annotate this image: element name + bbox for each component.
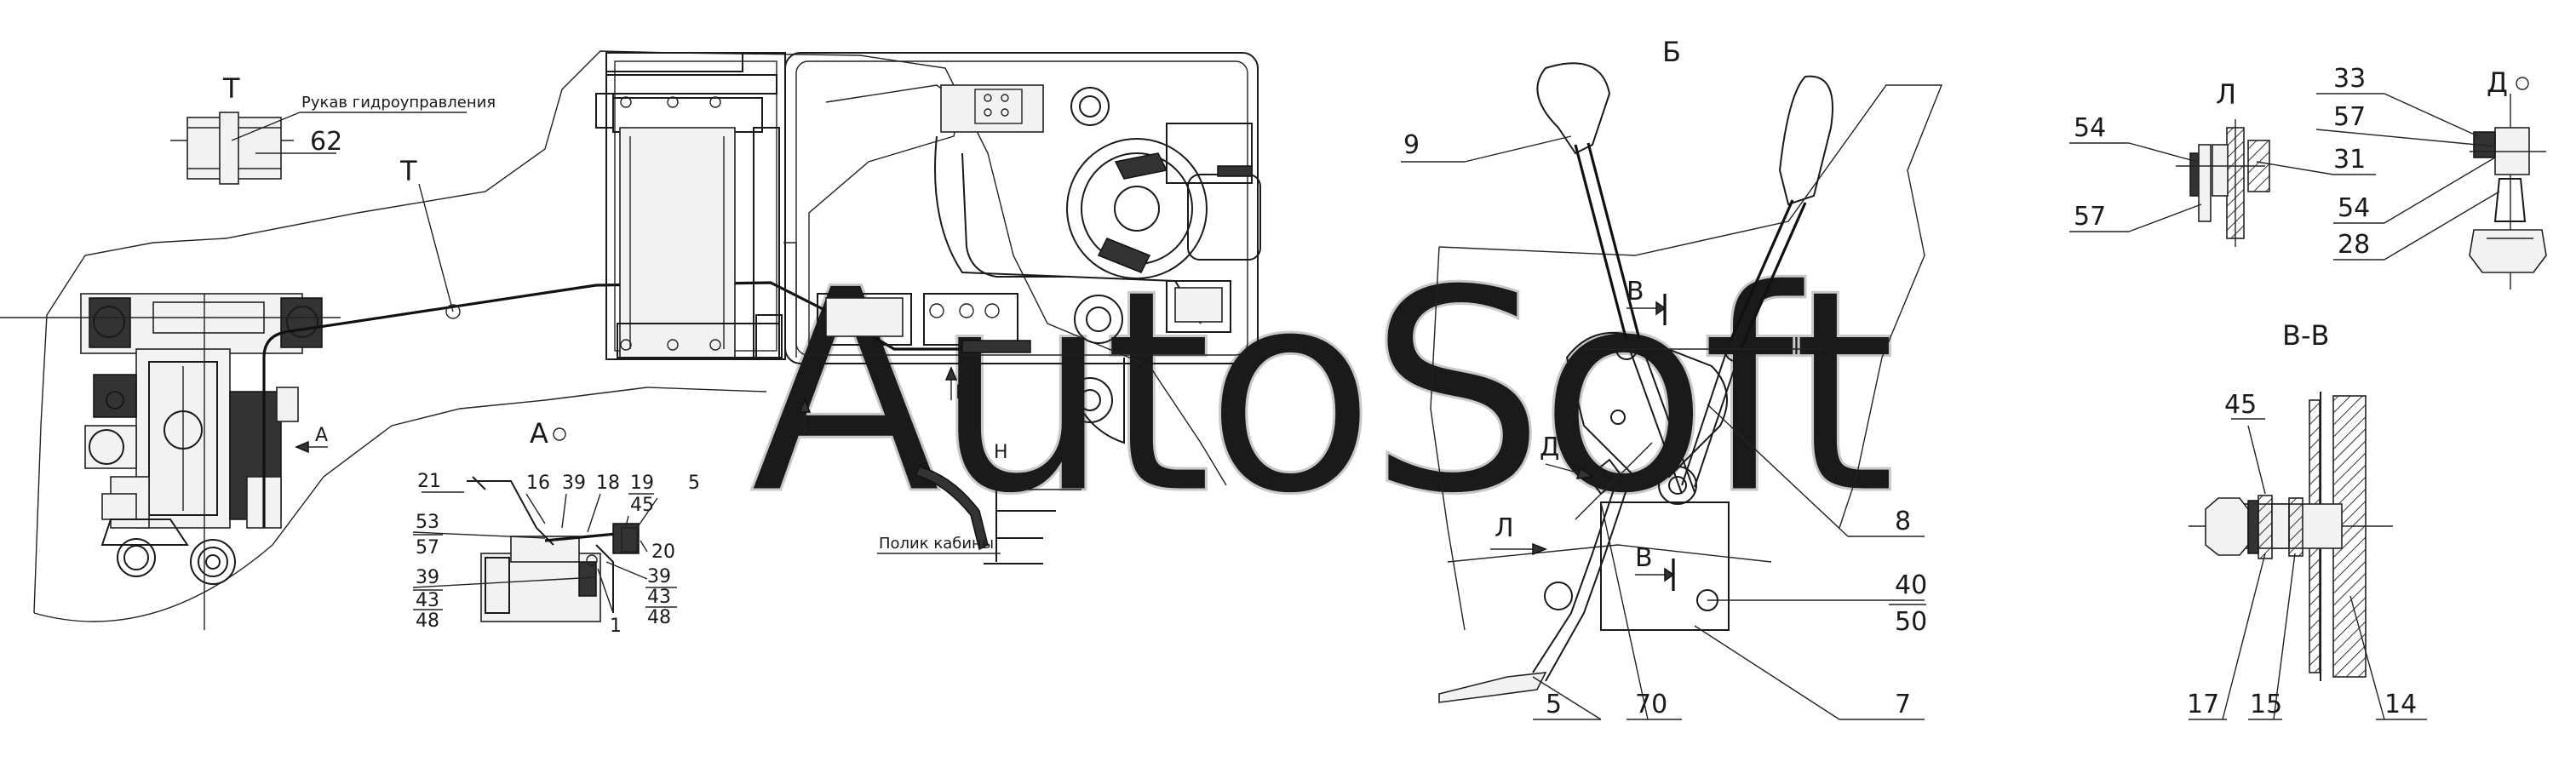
callout-t-62: 62 — [310, 127, 342, 157]
callout-d-57: 57 — [2333, 102, 2366, 132]
callout-b-9: 9 — [1403, 130, 1420, 160]
view-n: Н 5 Полик кабины — [877, 442, 1083, 564]
callout-a-5: 5 — [688, 473, 700, 494]
callout-a-1: 1 — [610, 616, 622, 637]
callout-a-43-left: 43 — [416, 590, 439, 611]
callout-l-54: 54 — [2074, 113, 2106, 143]
callout-vv-15: 15 — [2250, 690, 2282, 719]
view-d-title: Д — [2487, 66, 2508, 99]
callout-a-18: 18 — [596, 473, 620, 494]
callout-a-20: 20 — [651, 541, 675, 563]
view-t-title: Т — [222, 72, 240, 105]
callout-b-7: 7 — [1895, 690, 1911, 719]
view-b-title: Б — [1662, 36, 1681, 68]
t-section-marker: Т — [399, 155, 417, 187]
callout-a-57: 57 — [416, 537, 439, 559]
view-b: Б В В — [1401, 36, 1943, 720]
b-arrow-label: Б — [955, 382, 968, 404]
callout-a-39-top: 39 — [562, 473, 586, 494]
d-arrow-label: Д — [1540, 433, 1559, 462]
n-arrow-label: Н — [811, 414, 825, 435]
callout-b-40: 40 — [1895, 570, 1927, 600]
watermark-text: AutoSoft — [749, 229, 1892, 556]
callout-a-48-left: 48 — [416, 610, 439, 632]
section-v-v: В-В 45 17 15 14 — [2187, 319, 2427, 720]
callout-a-39-right: 39 — [647, 566, 671, 587]
callout-a-39-left: 39 — [416, 567, 439, 588]
view-t: Т Рукав гидроуправления 62 — [170, 72, 496, 185]
tractor-plan-view: Т А — [0, 50, 1227, 630]
callout-b-70: 70 — [1635, 690, 1667, 719]
view-a-title: А — [530, 417, 548, 450]
callout-a-45: 45 — [630, 495, 654, 516]
view-l-title: Л — [2216, 78, 2236, 111]
callout-a-53: 53 — [416, 512, 439, 533]
callout-d-33: 33 — [2333, 64, 2366, 94]
callout-d-28: 28 — [2338, 230, 2370, 260]
hose-caption: Рукав гидроуправления — [301, 94, 496, 112]
view-a: А 21 16 39 18 19 45 5 53 57 20 39 — [412, 417, 700, 637]
callout-a-48-right: 48 — [647, 607, 671, 628]
callout-l-57: 57 — [2074, 202, 2106, 232]
callout-a-21: 21 — [417, 471, 441, 492]
callout-n-5: 5 — [1067, 464, 1083, 494]
callout-l-31: 31 — [2333, 145, 2366, 175]
callout-b-5: 5 — [1546, 690, 1562, 719]
view-l: Л 54 57 31 — [2069, 78, 2376, 247]
callout-b-8: 8 — [1895, 507, 1911, 536]
section-vv-title: В-В — [2282, 319, 2329, 352]
v-arrow-top: В — [1626, 277, 1644, 307]
callout-a-19: 19 — [630, 473, 654, 494]
callout-b-50: 50 — [1895, 607, 1927, 637]
callout-vv-17: 17 — [2187, 690, 2219, 719]
callout-vv-14: 14 — [2384, 690, 2417, 719]
view-d: Д 33 57 54 28 — [2315, 64, 2547, 289]
v-arrow-bottom: В — [1635, 543, 1653, 573]
a-arrow-label: А — [315, 425, 328, 446]
view-n-title: Н — [994, 442, 1008, 463]
callout-a-16: 16 — [526, 473, 550, 494]
callout-vv-45: 45 — [2224, 390, 2257, 420]
callout-a-43-right: 43 — [647, 587, 671, 608]
callout-d-54: 54 — [2338, 193, 2370, 223]
l-arrow-label: Л — [1495, 513, 1514, 543]
cab-plan-view: Н Б — [595, 52, 1261, 444]
floor-caption: Полик кабины — [879, 535, 994, 553]
